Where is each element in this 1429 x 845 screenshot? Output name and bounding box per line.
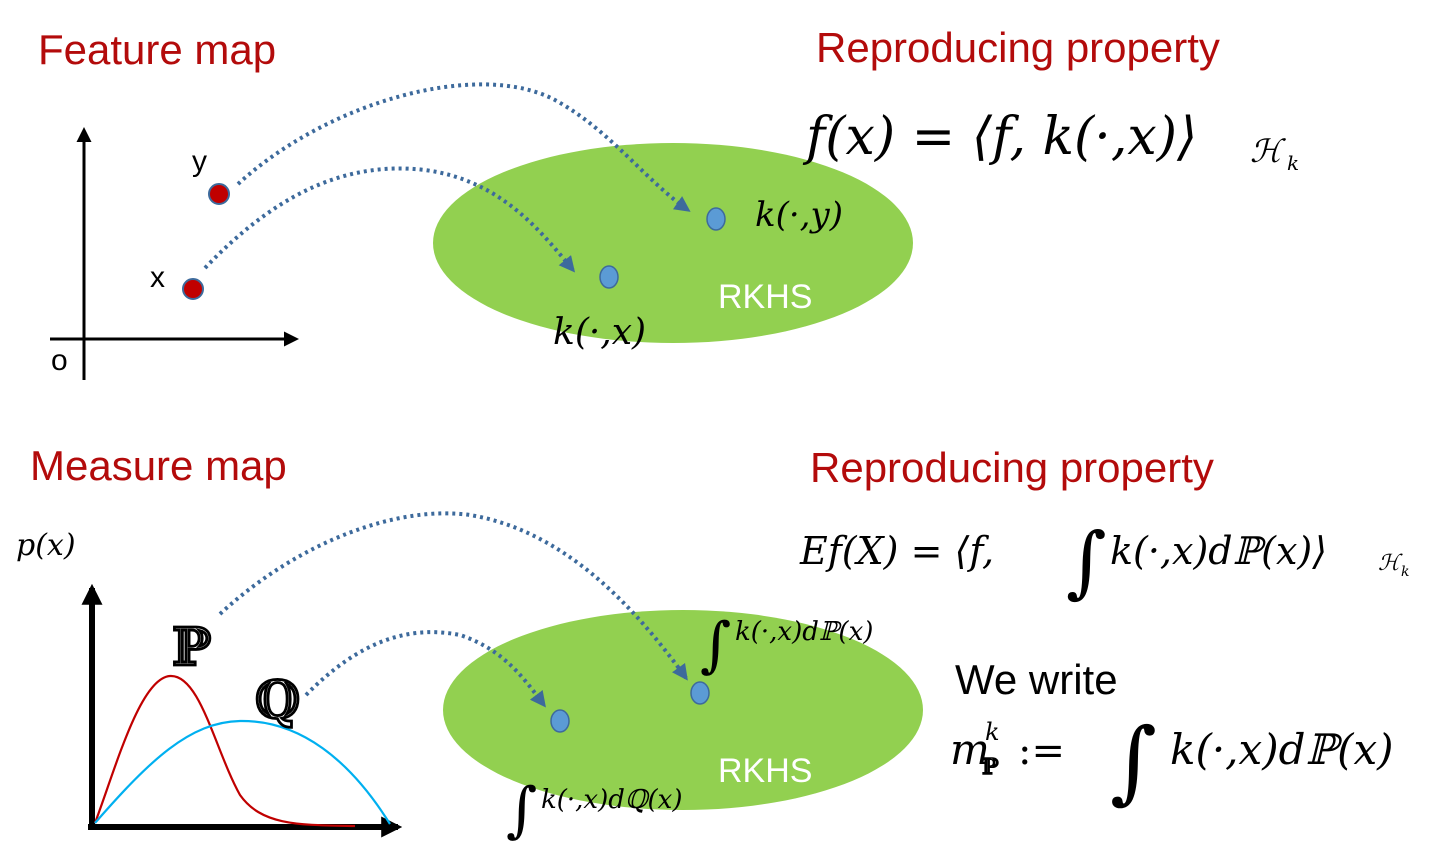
formula-bottom-subsubscript: k — [1401, 564, 1409, 580]
point-x-marker — [182, 278, 204, 300]
density-curve-p — [93, 674, 356, 828]
formula-top-subsubscript: k — [1287, 151, 1299, 175]
embed-y-label: k(·,y) — [755, 195, 843, 235]
mean-embedding-definition: m k ℙ := ∫ k(·,x)dℙ(x) — [950, 709, 1394, 814]
formula-bottom-lhs: Ef(X) = ⟨f, — [799, 529, 994, 573]
embed-q-integral: ∫ — [506, 775, 537, 845]
reproducing-formula-bottom: Ef(X) = ⟨f, ∫ k(·,x)dℙ(x)⟩ ℋ k — [799, 517, 1409, 607]
mean-embedding-q — [550, 709, 570, 733]
measure-map-title: Measure map — [30, 442, 287, 489]
reproducing-property-title-bottom: Reproducing property — [810, 444, 1214, 491]
reproducing-formula-top: f(x) = ⟨f, k(·,x)⟩ ℋ k — [802, 107, 1299, 175]
embedded-point-y — [706, 207, 726, 231]
distribution-q-label: ℚ — [255, 670, 300, 731]
feature-map-title: Feature map — [38, 26, 276, 73]
rkhs-ellipse-bottom — [443, 610, 923, 810]
formula-bottom-subscript: ℋ — [1378, 551, 1403, 576]
embedded-point-x — [599, 265, 619, 289]
embed-q-text: k(·,x)dℚ(x) — [541, 785, 682, 815]
embed-q-label: ∫ k(·,x)dℚ(x) — [506, 775, 682, 845]
feature-arrow-y — [236, 82, 691, 212]
formula-bottom-integral: ∫ — [1066, 517, 1107, 607]
point-y-marker — [208, 183, 230, 205]
measure-axes — [81, 583, 403, 838]
mean-integral: ∫ — [1110, 709, 1157, 814]
distribution-p-label: ℙ — [172, 617, 211, 678]
measure-arrow-p — [218, 511, 688, 681]
rkhs-ellipse-top — [433, 143, 913, 343]
measure-arrow-q — [304, 630, 546, 708]
density-axis-label: p(x) — [16, 528, 76, 563]
density-curve-q — [94, 719, 391, 825]
embed-p-label: ∫ k(·,x)dℙ(x) — [700, 610, 873, 680]
mean-rhs: k(·,x)dℙ(x) — [1170, 725, 1394, 774]
rkhs-label-top: RKHS — [718, 278, 812, 316]
feature-axes — [50, 127, 299, 380]
mean-embedding-p — [690, 681, 710, 705]
reproducing-property-title-top: Reproducing property — [816, 24, 1220, 71]
mean-subscript: ℙ — [982, 754, 999, 780]
origin-label: o — [51, 344, 68, 377]
mean-superscript: k — [985, 718, 1000, 746]
embed-p-integral: ∫ — [700, 610, 731, 680]
embed-x-label: k(·,x) — [553, 312, 646, 353]
mean-symbol: m — [950, 725, 990, 774]
formula-bottom-rhs: k(·,x)dℙ(x)⟩ — [1110, 529, 1327, 573]
formula-top-main: f(x) = ⟨f, k(·,x)⟩ — [802, 107, 1197, 167]
rkhs-label-bottom: RKHS — [718, 752, 812, 790]
point-x-label: x — [150, 261, 165, 294]
formula-top-subscript: ℋ — [1250, 132, 1286, 170]
mean-assign: := — [1018, 728, 1065, 774]
we-write-label: We write — [955, 656, 1118, 703]
embed-p-text: k(·,x)dℙ(x) — [735, 617, 873, 647]
point-y-label: y — [192, 145, 207, 178]
